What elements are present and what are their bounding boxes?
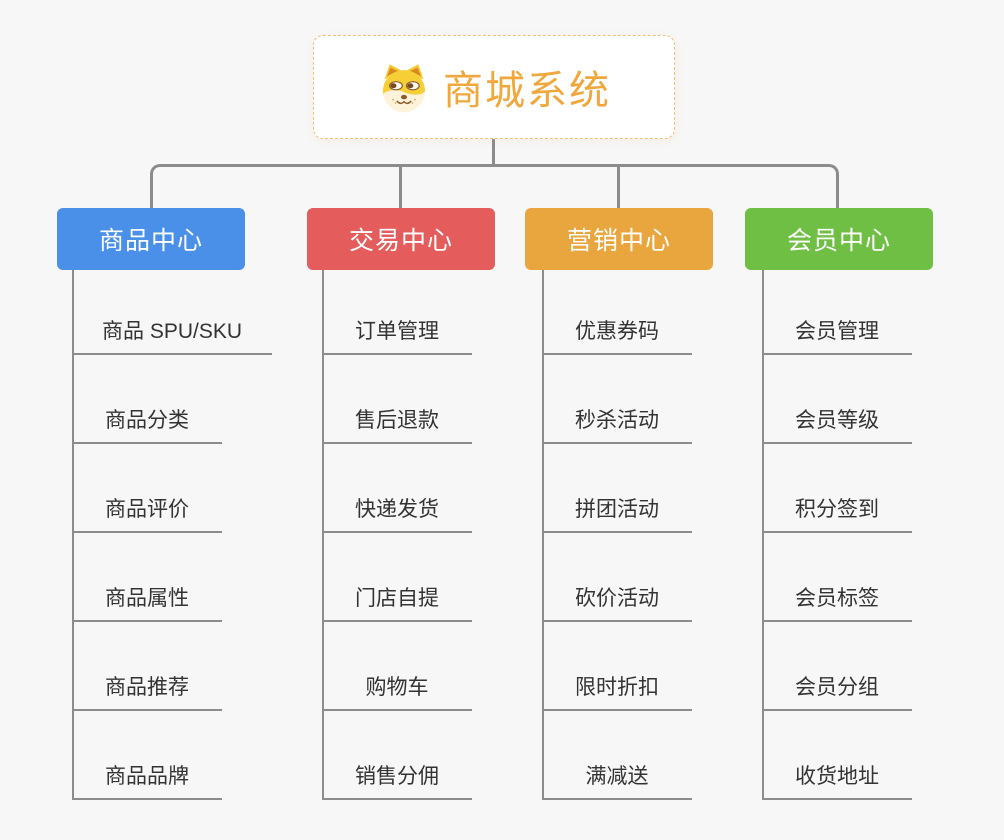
mindmap-node-coupon-code[interactable]: 优惠券码 <box>542 315 692 355</box>
branch-product-center[interactable]: 商品中心 <box>57 208 245 270</box>
mindmap-node-product-brand[interactable]: 商品品牌 <box>72 760 222 800</box>
mindmap-node-shipping-address[interactable]: 收货地址 <box>762 760 912 800</box>
mindmap-node-product-spu-sku[interactable]: 商品 SPU/SKU <box>72 315 273 355</box>
mindmap-node-product-review[interactable]: 商品评价 <box>72 493 222 533</box>
mindmap-node-bargain[interactable]: 砍价活动 <box>542 582 692 622</box>
mindmap-node-after-sale-refund[interactable]: 售后退款 <box>322 404 472 444</box>
mindmap-node-member-tag[interactable]: 会员标签 <box>762 582 912 622</box>
mindmap-node-time-discount[interactable]: 限时折扣 <box>542 671 692 711</box>
mindmap-node-shopping-cart[interactable]: 购物车 <box>322 671 472 711</box>
mindmap-node-flash-sale[interactable]: 秒杀活动 <box>542 404 692 444</box>
root-title: 商城系统 <box>443 69 611 113</box>
connector-root-stub <box>492 138 495 166</box>
mindmap-node-product-attribute[interactable]: 商品属性 <box>72 582 222 622</box>
mindmap-node-store-pickup[interactable]: 门店自提 <box>322 582 472 622</box>
mindmap-node-product-category[interactable]: 商品分类 <box>72 404 222 444</box>
root-node[interactable]: 商城系统 <box>313 35 675 139</box>
mindmap-node-order-management[interactable]: 订单管理 <box>322 315 472 355</box>
branch-items-product: 商品 SPU/SKU 商品分类 商品评价 商品属性 商品推荐 商品品牌 <box>72 266 273 800</box>
branch-label: 会员中心 <box>786 227 891 255</box>
branch-trade-center[interactable]: 交易中心 <box>307 208 495 270</box>
branch-label: 交易中心 <box>348 227 453 255</box>
mindmap-node-member-group[interactable]: 会员分组 <box>762 671 912 711</box>
mindmap-node-product-recommend[interactable]: 商品推荐 <box>72 671 222 711</box>
branch-label: 商品中心 <box>98 227 203 255</box>
connector-drop-marketing <box>617 167 620 209</box>
branch-items-member: 会员管理 会员等级 积分签到 会员标签 会员分组 收货地址 <box>762 266 912 800</box>
mindmap-node-group-buy[interactable]: 拼团活动 <box>542 493 692 533</box>
mindmap-node-express-delivery[interactable]: 快递发货 <box>322 493 472 533</box>
mindmap-node-points-checkin[interactable]: 积分签到 <box>762 493 912 533</box>
branch-items-marketing: 优惠券码 秒杀活动 拼团活动 砍价活动 限时折扣 满减送 <box>542 266 692 800</box>
connector-drop-trade <box>399 167 402 209</box>
branch-marketing-center[interactable]: 营销中心 <box>525 208 713 270</box>
connector-top-rail <box>150 164 839 209</box>
branch-items-trade: 订单管理 售后退款 快递发货 门店自提 购物车 销售分佣 <box>322 266 472 800</box>
shiba-dog-face-icon <box>377 60 431 114</box>
mindmap-node-member-level[interactable]: 会员等级 <box>762 404 912 444</box>
mindmap-node-full-reduction[interactable]: 满减送 <box>542 760 692 800</box>
mindmap-node-sales-commission[interactable]: 销售分佣 <box>322 760 472 800</box>
branch-member-center[interactable]: 会员中心 <box>745 208 933 270</box>
branch-label: 营销中心 <box>566 227 671 255</box>
mindmap-node-member-management[interactable]: 会员管理 <box>762 315 912 355</box>
